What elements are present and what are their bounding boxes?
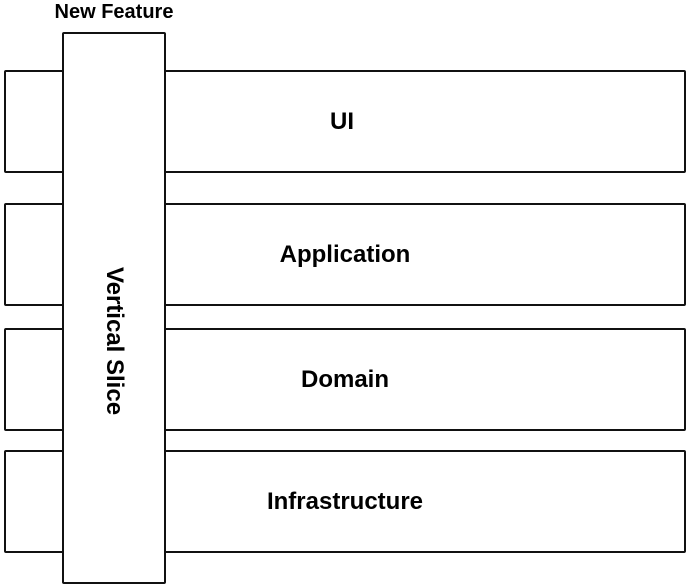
new-feature-title: New Feature (54, 1, 174, 23)
vertical-slice-label: Vertical Slice (101, 266, 128, 416)
layer-domain-label: Domain (300, 365, 389, 393)
vertical-slice-column: Vertical Slice (62, 32, 166, 584)
layer-ui-label: UI (330, 107, 354, 135)
layer-infrastructure-label: Infrastructure (266, 487, 424, 515)
layer-application-label: Application (279, 240, 411, 268)
layer-application: Application (4, 203, 686, 306)
